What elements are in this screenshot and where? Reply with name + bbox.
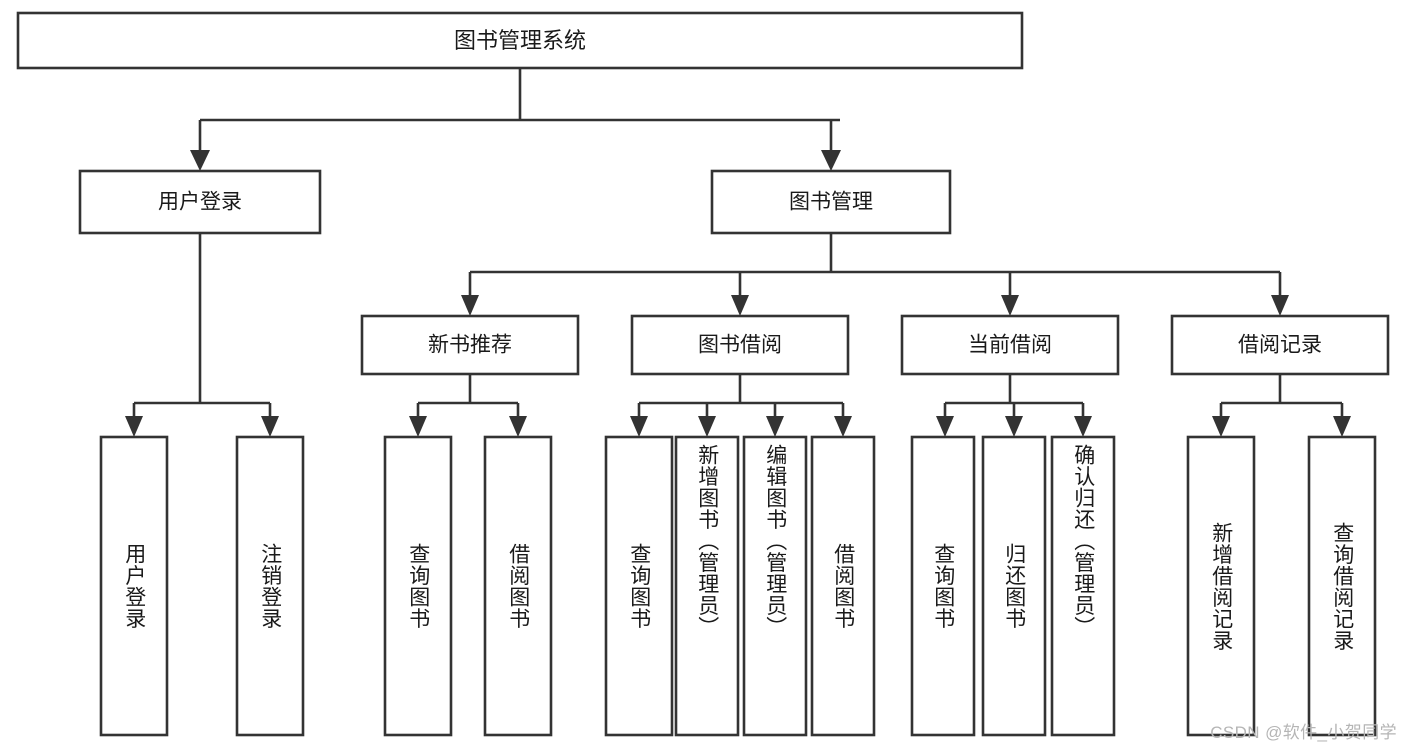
connectors-new-book-to-leaves [409, 374, 527, 437]
arrowhead-leaf-4 [509, 416, 527, 437]
leaf-box-logout[interactable] [235, 435, 305, 737]
node-current-borrow-box[interactable] [900, 314, 1120, 376]
arrowhead-current-borrow [1001, 295, 1019, 316]
node-book-borrow-label: 图书借阅 [698, 334, 782, 357]
node-book-management-box[interactable] [710, 169, 952, 235]
node-root[interactable]: 图书管理系统 [16, 11, 1024, 70]
leaf-box-confirm-return-admin[interactable] [1050, 435, 1116, 737]
leaf-box-return-book[interactable] [981, 435, 1047, 737]
node-user-login[interactable]: 用户登录 [78, 169, 322, 235]
arrowhead-leaf-9 [936, 416, 954, 437]
csdn-watermark: CSDN @软件_小贺同学 [1210, 723, 1397, 742]
leaf-box-user-login[interactable] [99, 435, 169, 737]
node-borrow-record-box[interactable] [1170, 314, 1390, 376]
node-root-label: 图书管理系统 [454, 28, 586, 53]
node-book-management-label: 图书管理 [789, 191, 873, 214]
node-user-login-box[interactable] [78, 169, 322, 235]
arrowhead-leaf-6 [698, 416, 716, 437]
arrowhead-leaf-7 [766, 416, 784, 437]
node-borrow-record-label: 借阅记录 [1238, 334, 1322, 357]
arrowhead-borrow-record [1271, 295, 1289, 316]
leaf-box-borrow-book[interactable] [810, 435, 876, 737]
leaf-box-query-book-current[interactable] [910, 435, 976, 737]
connectors-borrow-book-to-leaves [630, 374, 852, 437]
arrowhead-borrow-book [731, 295, 749, 316]
node-new-book-recommend[interactable]: 新书推荐 [360, 314, 580, 376]
node-book-borrow-box[interactable] [630, 314, 850, 376]
arrowhead-user-login [190, 150, 210, 171]
node-user-login-label: 用户登录 [158, 191, 242, 214]
arrowhead-leaf-11 [1074, 416, 1092, 437]
leaf-box-add-book-admin[interactable] [674, 435, 740, 737]
arrowhead-book-mgmt [821, 150, 841, 171]
arrowhead-leaf-1 [125, 416, 143, 437]
node-new-book-recommend-box[interactable] [360, 314, 580, 376]
node-borrow-record[interactable]: 借阅记录 [1170, 314, 1390, 376]
arrowhead-leaf-13 [1333, 416, 1351, 437]
connectors-user-login-to-leaves [125, 233, 279, 437]
leaf-box-query-borrow-record[interactable] [1307, 435, 1377, 737]
node-current-borrow[interactable]: 当前借阅 [900, 314, 1120, 376]
connectors-book-mgmt-to-level3 [461, 233, 1289, 316]
connectors-current-borrow-to-leaves [936, 374, 1092, 437]
connectors-root-to-level2 [190, 68, 841, 171]
arrowhead-leaf-2 [261, 416, 279, 437]
arrowhead-leaf-8 [834, 416, 852, 437]
node-current-borrow-label: 当前借阅 [968, 334, 1052, 357]
leaf-boxes [99, 435, 1377, 737]
leaf-box-query-book-newbook[interactable] [383, 435, 453, 737]
leaf-box-query-book-borrow[interactable] [604, 435, 674, 737]
node-root-box[interactable] [16, 11, 1024, 70]
connectors-borrow-record-to-leaves [1212, 374, 1351, 437]
leaf-box-edit-book-admin[interactable] [742, 435, 808, 737]
leaf-box-borrow-book-newbook[interactable] [483, 435, 553, 737]
node-new-book-recommend-label: 新书推荐 [428, 334, 512, 357]
arrowhead-leaf-5 [630, 416, 648, 437]
arrowhead-leaf-10 [1005, 416, 1023, 437]
arrowhead-leaf-12 [1212, 416, 1230, 437]
leaf-box-add-borrow-record[interactable] [1186, 435, 1256, 737]
arrowhead-new-book [461, 295, 479, 316]
arrowhead-leaf-3 [409, 416, 427, 437]
node-book-borrow[interactable]: 图书借阅 [630, 314, 850, 376]
node-book-management[interactable]: 图书管理 [710, 169, 952, 235]
